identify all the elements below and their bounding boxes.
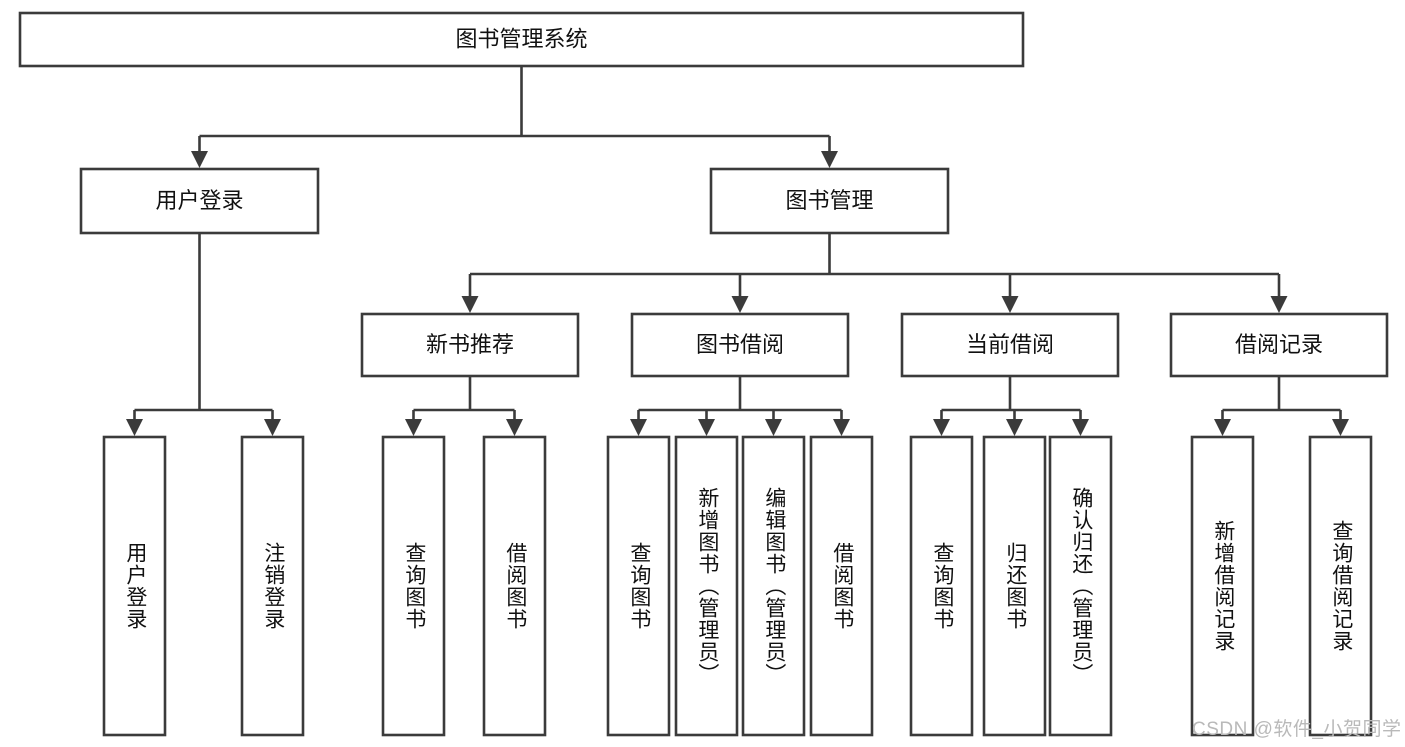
arrow-head-icon [405,419,422,436]
node-level3-label-0: 新书推荐 [426,332,514,357]
connector-layer [126,66,1349,436]
node-leaf-8 [909,435,974,737]
node-level2-0 [79,167,320,235]
node-root-label: 图书管理系统 [455,26,587,51]
node-root [18,11,1025,68]
node-leaf-7 [809,435,874,737]
arrow-head-icon [264,419,281,436]
node-level3-label-3: 借阅记录 [1235,332,1323,357]
arrow-head-icon [765,419,782,436]
node-level2-label-1: 图书管理 [785,188,873,213]
arrow-head-icon [126,419,143,436]
node-level3-2 [900,312,1120,378]
arrow-head-icon [698,419,715,436]
node-leaf-2 [381,435,446,737]
arrow-head-icon [630,419,647,436]
arrow-head-icon [1270,296,1288,313]
arrow-head-icon [933,419,950,436]
node-leaf-1 [240,435,305,737]
arrow-head-icon [1214,419,1231,436]
node-leaf-12 [1308,435,1373,737]
node-leaf-0 [102,435,167,737]
node-leaf-5 [674,435,739,737]
node-leaf-4 [606,435,671,737]
node-leaf-3 [482,435,547,737]
arrow-head-icon [1072,419,1089,436]
arrow-head-icon [191,151,208,168]
node-level3-0 [360,312,580,378]
node-leaf-11 [1190,435,1255,737]
csdn-watermark: CSDN @软件_小贺同学 [1192,719,1402,740]
node-level3-1 [630,312,850,378]
node-leaf-10 [1048,435,1113,737]
arrow-head-icon [506,419,523,436]
arrow-head-icon [1006,419,1023,436]
arrow-head-icon [821,151,838,168]
node-level2-1 [709,167,950,235]
box-layer [18,11,1389,737]
arrow-head-icon [833,419,850,436]
arrow-head-icon [1001,296,1019,313]
arrow-head-icon [1332,419,1349,436]
node-level3-label-1: 图书借阅 [696,332,784,357]
arrow-head-icon [731,296,749,313]
node-level3-label-2: 当前借阅 [966,332,1054,357]
node-level3-3 [1169,312,1389,378]
arrow-head-icon [461,296,479,313]
node-leaf-6 [741,435,806,737]
node-level2-label-0: 用户登录 [155,188,243,213]
node-leaf-9 [982,435,1047,737]
